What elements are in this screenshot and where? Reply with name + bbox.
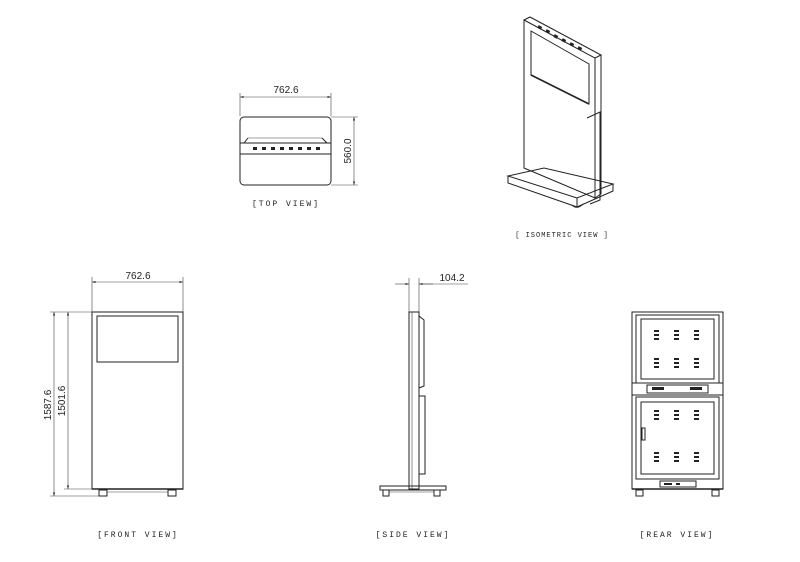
top-view-slots [253,147,320,150]
top-view: 762.6 560.0 [TOP VIEW] [239,85,358,209]
side-view-label: [SIDE VIEW] [376,531,451,540]
front-view: 762.6 1587.6 1501.6 [FRONT VIEW] [43,271,184,540]
rear-upper-vents [654,330,699,368]
iso-slots [537,25,583,51]
top-view-label: [TOP VIEW] [252,200,320,209]
top-depth-dimension: 560.0 [343,138,354,163]
rear-view: [REAR VIEW] [631,311,724,540]
front-view-label: [FRONT VIEW] [97,531,179,540]
front-total-height-dimension: 1587.6 [43,389,54,420]
rear-lower-vents [654,410,699,462]
isometric-view: [ ISOMETRIC VIEW ] [506,16,615,240]
side-depth-dimension: 104.2 [439,273,464,284]
front-body-height-dimension: 1501.6 [57,385,68,416]
isometric-view-label: [ ISOMETRIC VIEW ] [515,232,609,240]
side-view: 104.2 [SIDE VIEW] [376,273,468,540]
top-width-dimension: 762.6 [273,85,298,96]
rear-view-label: [REAR VIEW] [640,531,715,540]
front-width-dimension: 762.6 [125,271,150,282]
